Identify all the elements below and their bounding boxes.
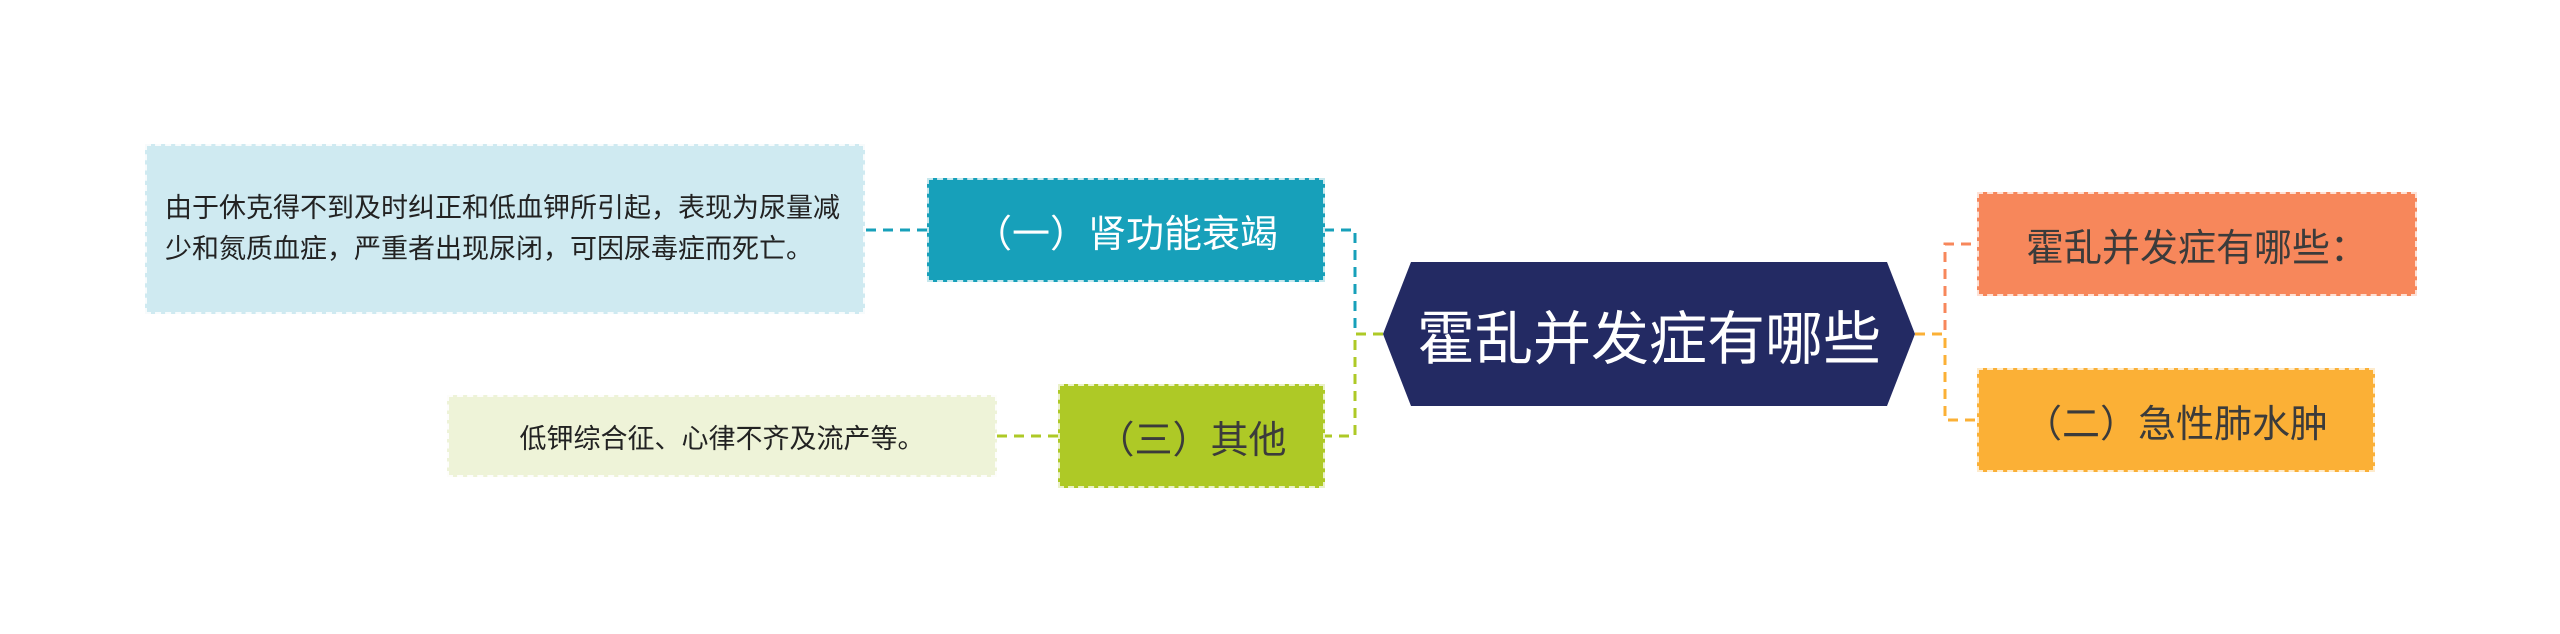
branch-kidney-failure-label: （一）肾功能衰竭 [973, 211, 1278, 256]
leaf-kidney-detail-text: 由于休克得不到及时纠正和低血钾所引起，表现为尿量减少和氮质血症，严重者出现尿闭，… [165, 193, 840, 265]
root-node[interactable]: 霍乱并发症有哪些 [1383, 262, 1915, 406]
branch-pulmonary-edema[interactable]: （二）急性肺水肿 [1977, 368, 2375, 472]
branch-pulmonary-edema-label: （二）急性肺水肿 [2023, 401, 2328, 446]
connector-edema [1915, 332, 1977, 422]
branch-other-label: （三）其他 [1096, 417, 1287, 462]
leaf-other-detail[interactable]: 低钾综合征、心律不齐及流产等。 [447, 395, 997, 477]
branch-complications-label: 霍乱并发症有哪些： [2025, 225, 2368, 270]
branch-kidney-failure[interactable]: （一）肾功能衰竭 [927, 178, 1325, 282]
connector-complications [1915, 242, 1977, 336]
leaf-other-detail-text: 低钾综合征、心律不齐及流产等。 [519, 423, 925, 455]
branch-complications[interactable]: 霍乱并发症有哪些： [1977, 192, 2417, 296]
root-label: 霍乱并发症有哪些 [1416, 305, 1881, 373]
branch-other[interactable]: （三）其他 [1058, 384, 1325, 488]
leaf-kidney-detail[interactable]: 由于休克得不到及时纠正和低血钾所引起，表现为尿量减少和氮质血症，严重者出现尿闭，… [145, 144, 865, 314]
connector-kidney [1325, 228, 1383, 336]
connector-other [1325, 332, 1383, 438]
